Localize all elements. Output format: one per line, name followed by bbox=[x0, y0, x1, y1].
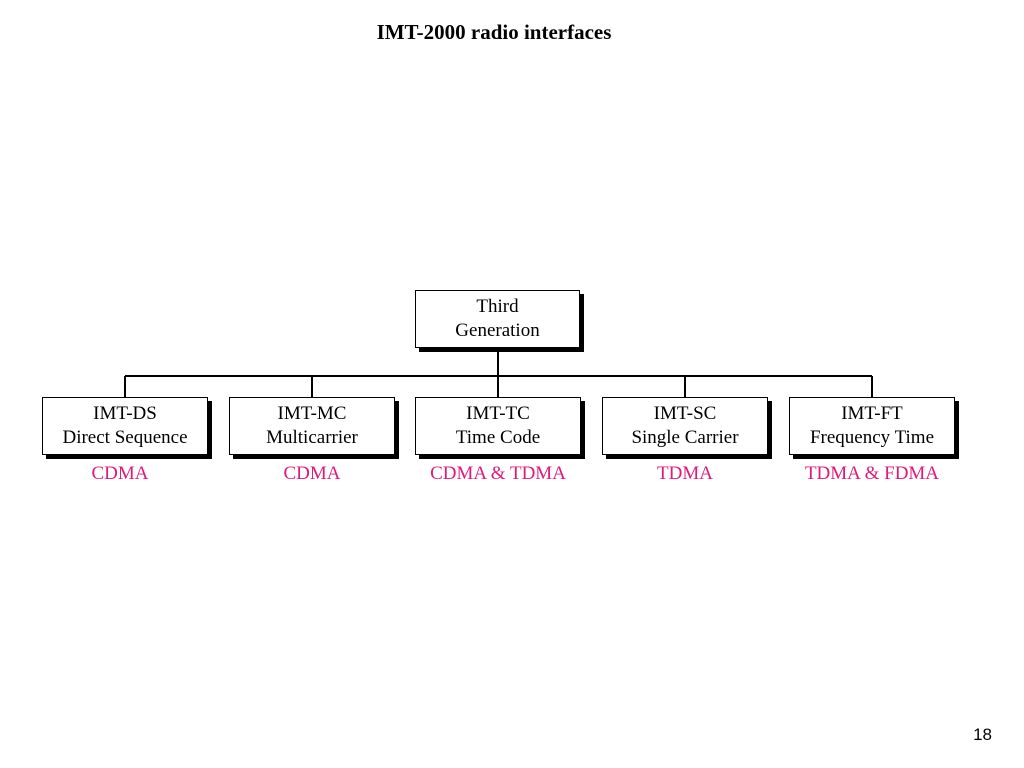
root-node-third-generation: Third Generation bbox=[415, 290, 580, 348]
root-node-line2: Generation bbox=[455, 320, 540, 341]
child-node-imt-tc: IMT-TC Time Code bbox=[415, 397, 581, 455]
access-label-imt-ft: TDMA & FDMA bbox=[804, 463, 940, 484]
slide-title: IMT-2000 radio interfaces bbox=[376, 20, 612, 44]
child-node-description: Time Code bbox=[455, 427, 541, 448]
access-label-imt-mc: CDMA bbox=[283, 463, 341, 484]
child-node-name: IMT-FT bbox=[841, 403, 903, 424]
root-node-line1: Third bbox=[476, 296, 519, 317]
child-node-description: Direct Sequence bbox=[62, 427, 188, 448]
child-node-imt-sc: IMT-SC Single Carrier bbox=[602, 397, 768, 455]
child-node-imt-mc: IMT-MC Multicarrier bbox=[229, 397, 395, 455]
child-node-imt-ft: IMT-FT Frequency Time bbox=[789, 397, 955, 455]
child-node-name: IMT-TC bbox=[466, 403, 530, 424]
page-number: 18 bbox=[973, 725, 992, 744]
child-node-description: Frequency Time bbox=[809, 427, 935, 448]
child-node-imt-ds: IMT-DS Direct Sequence bbox=[42, 397, 208, 455]
child-node-name: IMT-DS bbox=[93, 403, 157, 424]
access-label-imt-ds: CDMA bbox=[91, 463, 149, 484]
access-label-imt-sc: TDMA bbox=[657, 463, 713, 484]
child-node-description: Multicarrier bbox=[266, 427, 358, 448]
child-node-name: IMT-MC bbox=[277, 403, 347, 424]
child-node-description: Single Carrier bbox=[631, 427, 739, 448]
child-node-name: IMT-SC bbox=[653, 403, 717, 424]
access-label-imt-tc: CDMA & TDMA bbox=[430, 463, 566, 484]
